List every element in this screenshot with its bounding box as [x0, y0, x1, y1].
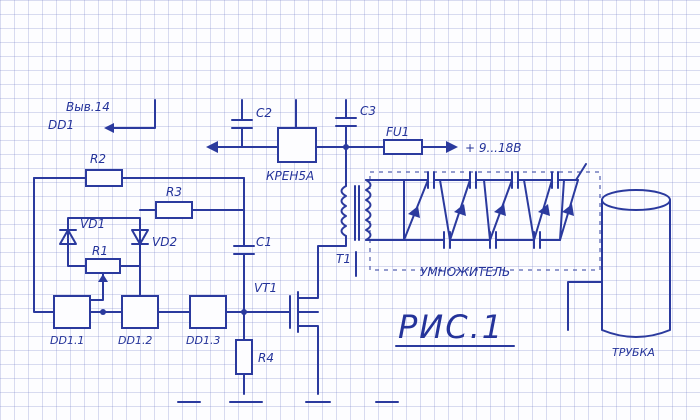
- multiplier-diode-wires: [403, 179, 579, 241]
- r4-body: [235, 339, 253, 375]
- dd12-label: DD1.2: [118, 334, 152, 347]
- capacitor-c3: C3: [335, 99, 376, 148]
- regulator-kren5a: КРЕН5А: [266, 99, 317, 183]
- t1-secondary: [365, 179, 372, 241]
- resistor-r4: R4: [235, 311, 274, 395]
- regulator-out-arrow: [206, 141, 218, 153]
- figure-label: РИС.1: [398, 308, 504, 346]
- supply-rail: FU1 + 9...18В: [206, 125, 521, 155]
- resistor-r3: R3: [139, 185, 245, 219]
- t1-primary-to-drain: [317, 235, 347, 279]
- multiplier-outline: [369, 171, 601, 271]
- dd11-body: [53, 295, 91, 329]
- t1-label: T1: [336, 252, 351, 266]
- c3-symbol: [335, 99, 357, 148]
- r1-wiper: [89, 272, 104, 301]
- r2-label: R2: [90, 152, 106, 166]
- transformer-t1: T1: [317, 179, 405, 279]
- vt1-symbol: [289, 277, 319, 395]
- r4-label: R4: [258, 351, 274, 365]
- multiplier-diodes: [408, 204, 574, 218]
- feedback-left-bus: [33, 177, 55, 313]
- vd1-label: VD1: [80, 217, 105, 231]
- multiplier-label: УМНОЖИТЕЛЬ: [420, 265, 510, 279]
- resistor-r2: R2: [33, 152, 245, 187]
- r1-wiper-arrow: [98, 274, 108, 282]
- r3-label: R3: [166, 185, 182, 199]
- pin14-wire: [111, 99, 156, 129]
- c2-symbol: [231, 99, 253, 148]
- fuse-fu1: [383, 139, 423, 155]
- t1-core: [354, 185, 360, 241]
- c1-symbol: [233, 177, 255, 313]
- diode-network: VD1 VD2 R1: [59, 217, 177, 301]
- vd2-symbol: [131, 229, 149, 245]
- r3-body: [155, 201, 193, 219]
- dd12-body: [121, 295, 159, 329]
- tube-electrode-wire: [567, 281, 603, 331]
- capacitor-c1: C1: [233, 177, 272, 313]
- tube: ТРУБКА: [567, 189, 671, 359]
- r2-body: [85, 169, 123, 187]
- figure-caption: РИС.1: [395, 308, 515, 347]
- gate-dd1-1: DD1.1: [50, 295, 91, 347]
- vt1-label: VT1: [254, 281, 277, 295]
- fuse-label: FU1: [386, 125, 409, 139]
- regulator-body: [277, 127, 317, 163]
- rail-junction: [343, 144, 349, 150]
- dd11-label: DD1.1: [50, 334, 84, 347]
- voltage-multiplier: УМНОЖИТЕЛЬ: [369, 163, 601, 279]
- dd11-junction: [100, 309, 106, 315]
- r1-body: [85, 258, 121, 274]
- tube-top: [601, 189, 671, 211]
- tube-label: ТРУБКА: [612, 346, 655, 359]
- regulator-label: КРЕН5А: [266, 169, 314, 183]
- transistor-vt1: VT1: [254, 277, 319, 395]
- c2-label: C2: [256, 106, 272, 120]
- pin14-dd1-label: DD1: [48, 118, 74, 132]
- c3-label: C3: [360, 104, 376, 118]
- c1-label: C1: [256, 235, 272, 249]
- supply-label: + 9...18В: [465, 141, 521, 155]
- pin14-note: Выв.14 DD1: [48, 99, 156, 133]
- t1-sec-bottom: [355, 239, 405, 277]
- dd13-body: [189, 295, 227, 329]
- supply-in-arrow: [446, 141, 458, 153]
- pin14-arrow: [104, 123, 114, 133]
- tube-body: [601, 199, 671, 338]
- gate-dd1-2: DD1.2: [118, 295, 159, 347]
- capacitor-c2: C2: [231, 99, 272, 148]
- vd1-symbol: [59, 229, 77, 245]
- pin14-label: Выв.14: [66, 100, 110, 114]
- dd13-label: DD1.3: [186, 334, 220, 347]
- r1-label: R1: [92, 244, 108, 258]
- vd2-label: VD2: [152, 235, 177, 249]
- gate-dd1-3: DD1.3: [186, 295, 227, 347]
- t1-primary: [340, 185, 347, 237]
